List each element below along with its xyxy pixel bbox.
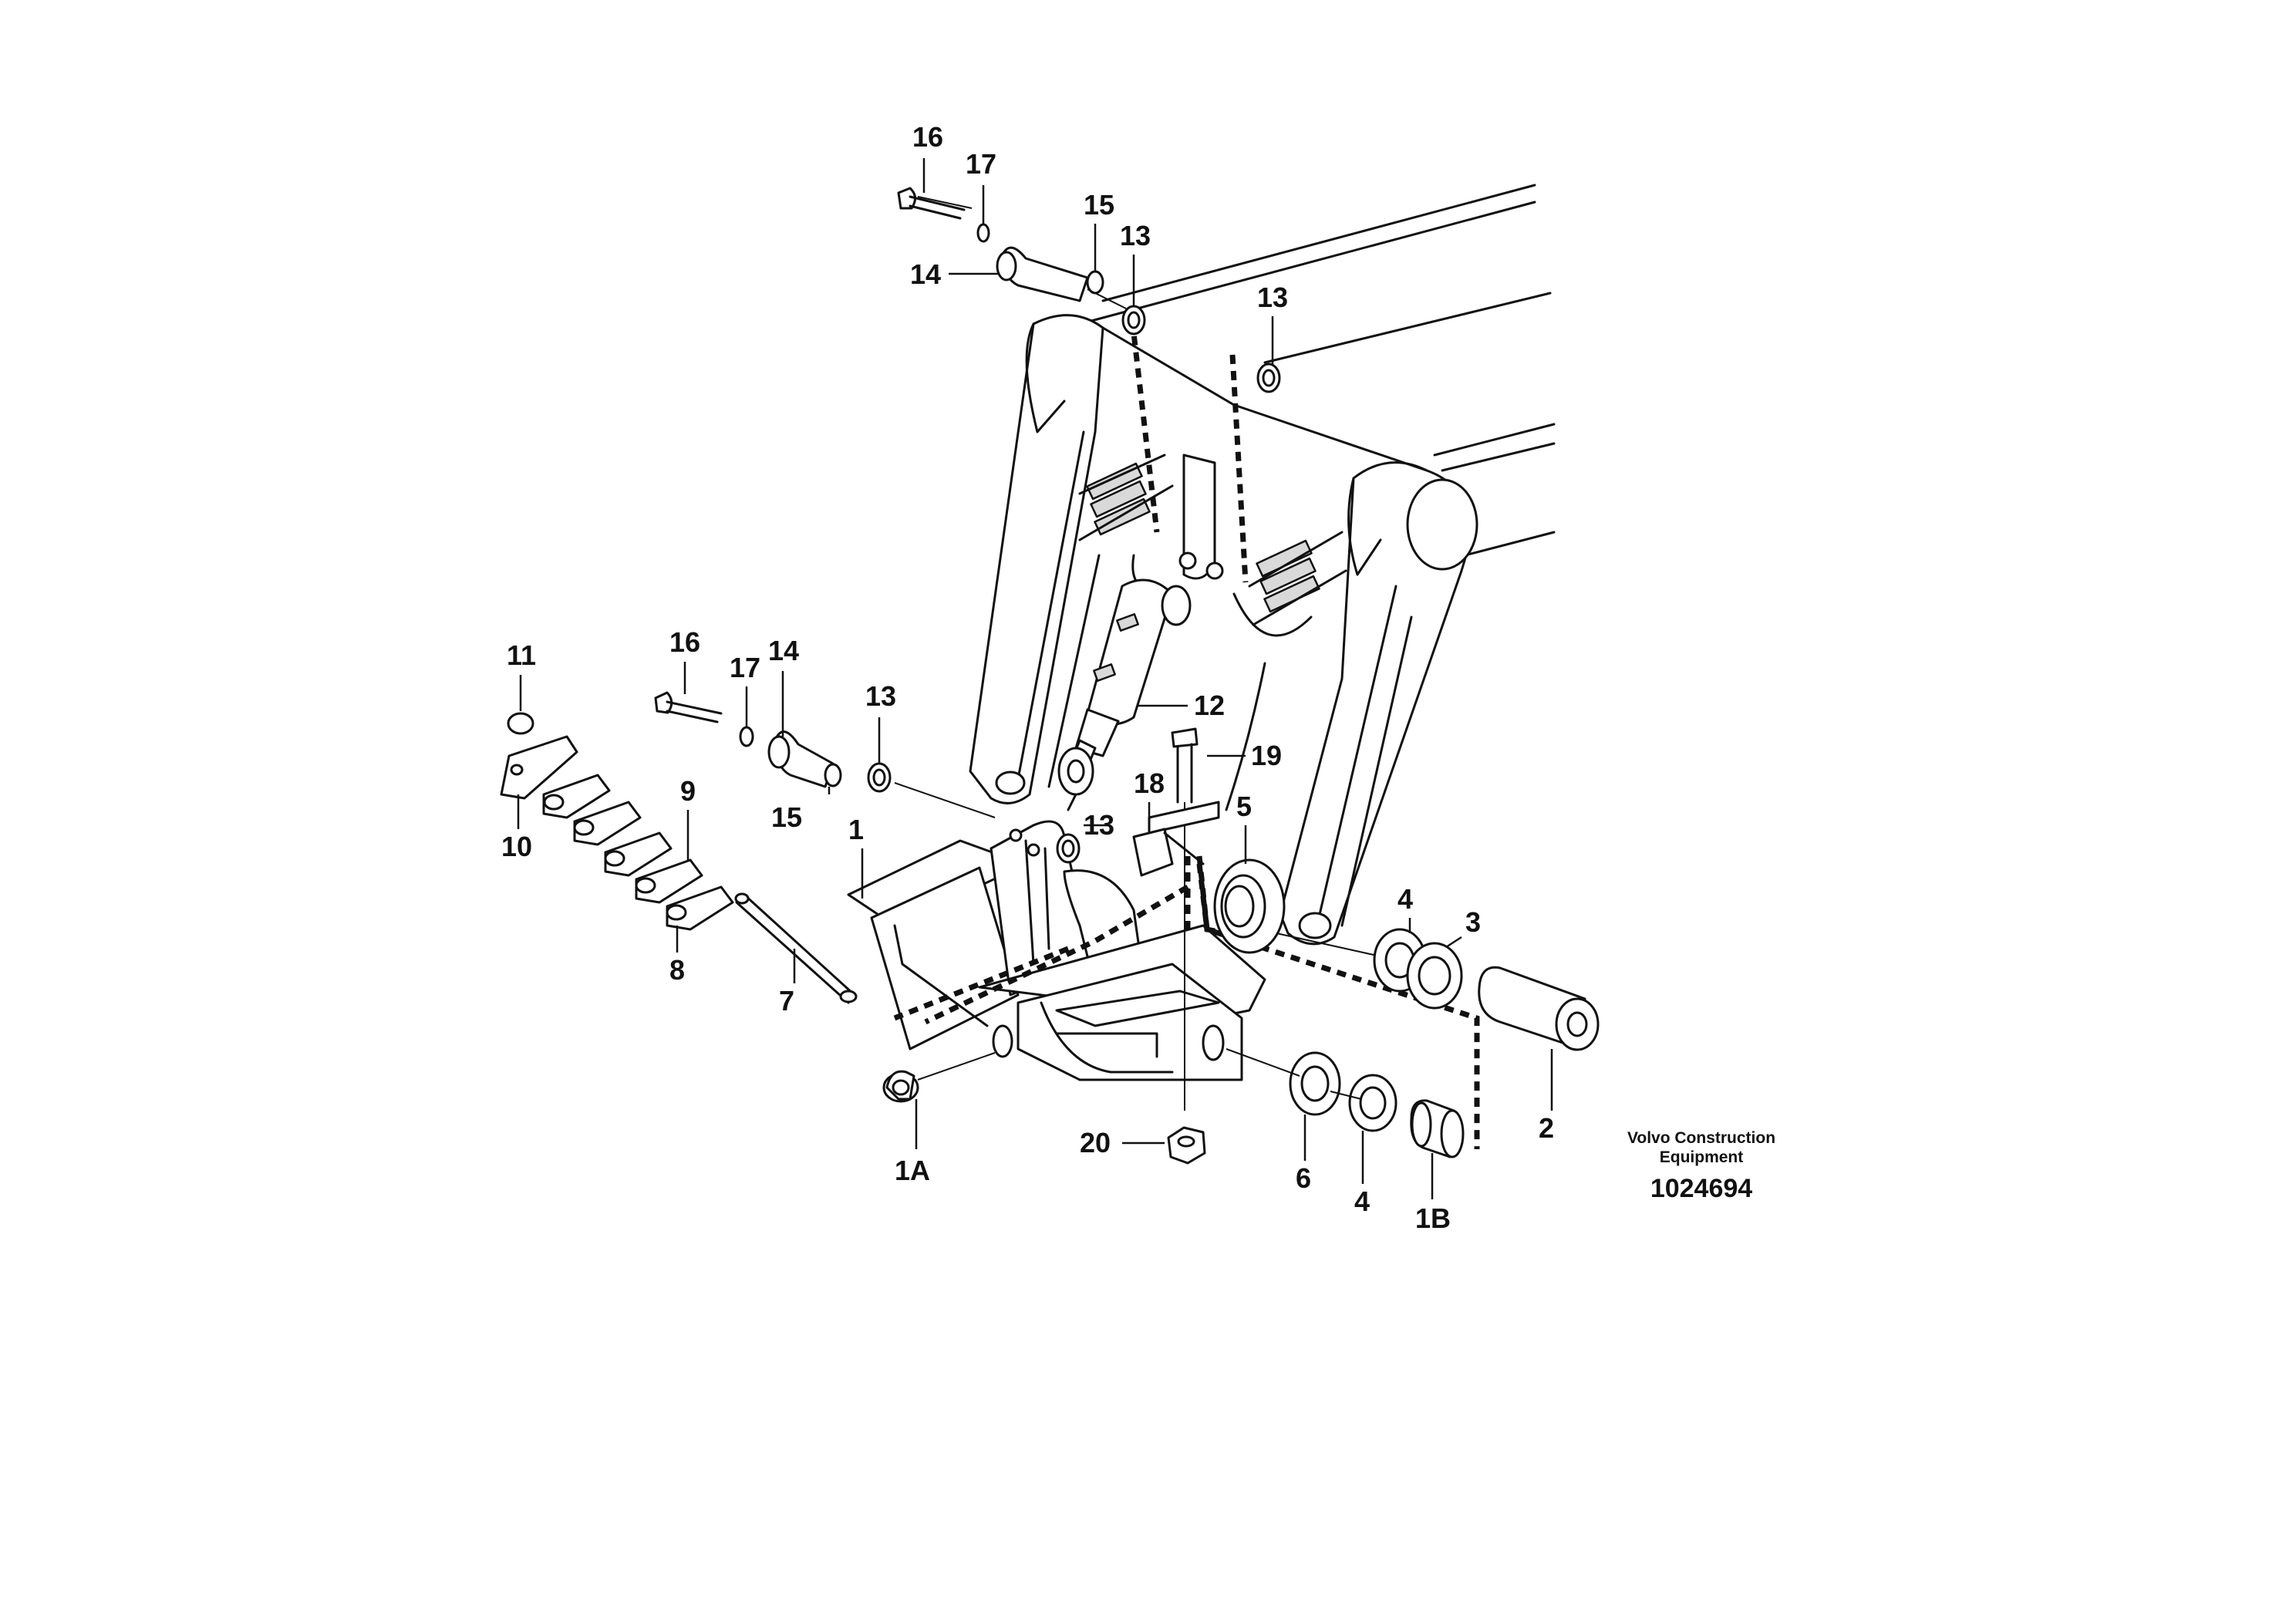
part-label-14: 14 xyxy=(910,258,941,290)
part-label-13: 13 xyxy=(865,680,896,712)
top-pin-assembly xyxy=(897,187,1281,393)
part-label-16: 16 xyxy=(912,121,943,153)
part-label-5: 5 xyxy=(1236,791,1252,822)
part-label-9: 9 xyxy=(680,775,696,807)
part-label-16: 16 xyxy=(669,626,700,658)
plate-18 xyxy=(1132,801,1220,877)
part-label-4: 4 xyxy=(1397,883,1413,915)
part-label-19: 19 xyxy=(1251,740,1282,771)
hydraulic-cylinder xyxy=(1057,578,1192,811)
washer-4-lower xyxy=(1330,1074,1397,1132)
hose-fittings-left xyxy=(1078,454,1174,541)
part-label-8: 8 xyxy=(669,954,685,986)
part-label-4: 4 xyxy=(1354,1185,1370,1217)
part-label-17: 17 xyxy=(730,652,760,683)
brand-line-1: Volvo Construction xyxy=(1627,1129,1775,1147)
part-label-7: 7 xyxy=(779,985,794,1017)
bushing-1A xyxy=(882,1052,996,1103)
part-label-13: 13 xyxy=(1084,809,1114,841)
bolt-19 xyxy=(1171,727,1199,1111)
drawing-caption: Volvo Construction Equipment 1024694 xyxy=(1627,1129,1775,1203)
coupler-frame xyxy=(847,820,1266,1081)
part-label-11: 11 xyxy=(507,639,536,671)
right-boom-leg xyxy=(1232,403,1478,946)
part-label-13: 13 xyxy=(1257,282,1288,313)
left-boom-leg xyxy=(969,314,1236,804)
part-label-12: 12 xyxy=(1194,690,1225,721)
right-pin-assembly xyxy=(1276,928,1600,1051)
part-label-6: 6 xyxy=(1296,1162,1311,1194)
part-label-17: 17 xyxy=(966,148,996,180)
drawing-number: 1024694 xyxy=(1650,1174,1752,1203)
dashed-centerlines xyxy=(893,319,1480,1149)
bearing-5 xyxy=(1213,858,1286,954)
part-label-10: 10 xyxy=(501,831,532,862)
nut-20 xyxy=(1167,1126,1206,1165)
mid-pin-assembly xyxy=(654,691,1081,864)
part-label-1B: 1B xyxy=(1415,1202,1451,1234)
brand-line-2: Equipment xyxy=(1660,1148,1744,1166)
part-label-20: 20 xyxy=(1080,1127,1111,1158)
part-labels: 16 17 15 13 14 13 11 16 17 14 13 12 19 1… xyxy=(501,121,1554,1234)
hose-fittings-right xyxy=(1248,531,1347,626)
part-label-1A: 1A xyxy=(895,1155,930,1186)
part-label-1: 1 xyxy=(848,814,864,845)
part-label-13: 13 xyxy=(1120,220,1151,251)
part-label-18: 18 xyxy=(1134,767,1165,799)
part-label-14: 14 xyxy=(768,635,799,666)
part-label-2: 2 xyxy=(1539,1112,1554,1144)
part-label-15: 15 xyxy=(771,801,802,833)
part-label-15: 15 xyxy=(1084,189,1114,221)
part-label-3: 3 xyxy=(1465,906,1481,938)
rod xyxy=(734,892,858,1004)
washer-6 xyxy=(1226,1048,1341,1116)
leader-lines xyxy=(517,158,1553,1199)
plate-stack xyxy=(500,712,734,931)
bushing-1B xyxy=(1410,1099,1465,1158)
